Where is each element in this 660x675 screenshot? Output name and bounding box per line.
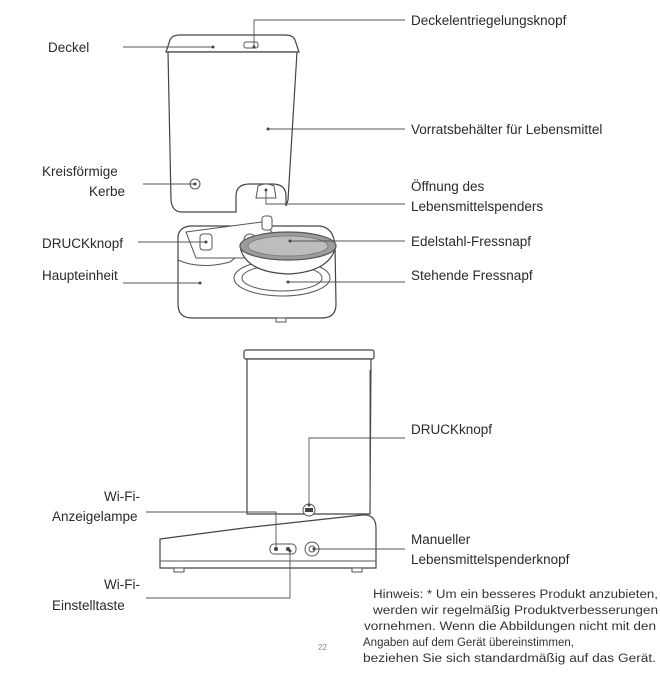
note-line-2: werden wir regelmäßig Produktverbesserun…	[372, 605, 658, 617]
label-steel-bowl: Edelstahl-Fressnapf	[411, 234, 531, 249]
side-lid	[243, 349, 375, 360]
note-block: Hinweis: * Um ein besseres Produkt anzub…	[363, 589, 658, 665]
side-wifi-module	[269, 543, 297, 555]
leader-side-push-button-dot	[307, 503, 311, 507]
label-main-unit: Haupteinheit	[42, 268, 118, 283]
main-unit-illustration	[177, 215, 337, 323]
leader-side-push-button	[308, 437, 405, 505]
note-line-4: Angaben auf dem Gerät übereinstimmen,	[363, 637, 574, 649]
label-lid-release: Deckelentriegelungsknopf	[411, 13, 567, 28]
leader-wifi-key	[146, 551, 291, 599]
side-view-illustration	[159, 349, 377, 573]
side-foot-left	[173, 567, 185, 573]
side-container	[246, 358, 372, 515]
side-foot-right	[351, 567, 363, 573]
label-wifi-key-line2: Einstelltaste	[52, 598, 125, 613]
side-push-button-mark	[305, 508, 313, 512]
leader-lid-release-dot	[252, 45, 256, 49]
leader-bowl-stand-dot	[286, 280, 290, 284]
label-wifi-key-line1: Wi-Fi-	[104, 577, 140, 592]
steel-bowl-inside	[247, 235, 329, 257]
page-number: 22	[318, 643, 327, 652]
base-post	[261, 215, 273, 231]
label-wifi-lamp-line2: Anzeigelampe	[52, 509, 138, 524]
label-bowl-stand: Stehende Fressnapf	[411, 268, 533, 283]
container-body	[167, 51, 298, 213]
label-wifi-lamp-line1: Wi-Fi-	[104, 489, 140, 504]
base-foot	[275, 317, 287, 323]
leader-wifi-lamp-dot	[274, 547, 278, 551]
leader-container-dot	[266, 127, 270, 131]
leader-lid-release	[253, 19, 405, 47]
leader-manual-knob-dot	[312, 547, 316, 551]
lid-shape	[165, 34, 300, 53]
label-push-button: DRUCKknopf	[42, 236, 123, 251]
top-leader-lines	[123, 19, 405, 285]
side-base	[159, 514, 377, 569]
leader-wifi-key-dot	[288, 549, 292, 553]
lid-release-knob	[243, 41, 259, 49]
label-notch-line2: Kerbe	[89, 184, 125, 199]
leader-push-button-dot	[204, 240, 208, 244]
bottom-leader-lines	[146, 437, 405, 599]
leader-steel-bowl-dot	[288, 239, 292, 243]
note-line-1: Hinweis: * Um ein besseres Produkt anzub…	[373, 589, 658, 601]
food-container-illustration	[165, 34, 300, 213]
leader-outlet-dot	[264, 188, 268, 192]
label-manual-line2: Lebensmittelspenderknopf	[411, 552, 570, 567]
leader-outlet	[265, 190, 405, 205]
leader-main-unit-dot	[198, 281, 202, 285]
label-lid: Deckel	[48, 40, 89, 55]
leader-wifi-lamp	[146, 511, 277, 549]
label-outlet-line2: Lebensmittelspenders	[411, 199, 543, 214]
leader-notch-dot	[193, 182, 197, 186]
note-line-3: vornehmen. Wenn die Abbildungen nicht mi…	[364, 621, 656, 633]
label-notch-line1: Kreisförmige	[42, 164, 118, 179]
label-side-push-button: DRUCKknopf	[411, 422, 492, 437]
label-manual-line1: Manueller	[411, 532, 471, 547]
label-outlet-line1: Öffnung des	[411, 179, 485, 194]
leader-lid-dot	[211, 45, 215, 49]
label-food-container: Vorratsbehälter für Lebensmittel	[411, 122, 602, 137]
note-line-5: beziehen Sie sich standardmäßig auf das …	[363, 653, 656, 665]
